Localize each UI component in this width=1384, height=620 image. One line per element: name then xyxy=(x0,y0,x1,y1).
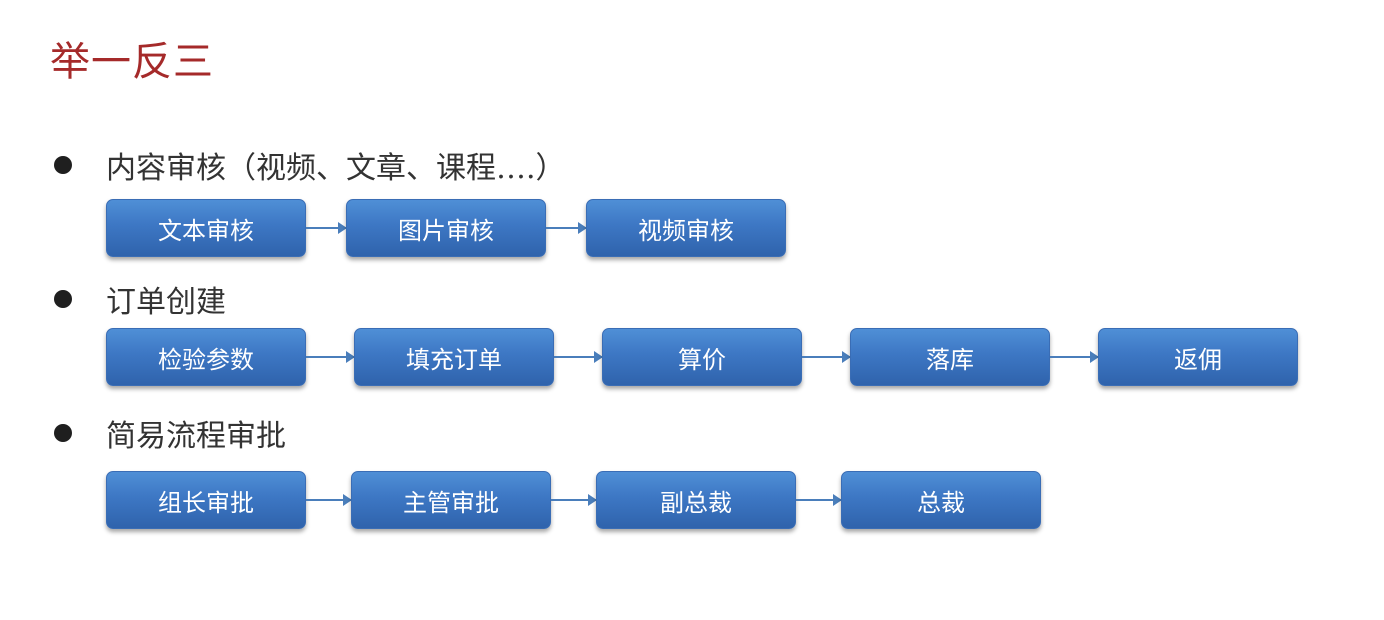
slide-title: 举一反三 xyxy=(50,39,214,85)
arrow-right-icon xyxy=(802,351,851,363)
bullet-order-creation: 订单创建 xyxy=(50,277,226,321)
flow-step: 填充订单 xyxy=(354,328,554,386)
arrow-right-icon xyxy=(1050,351,1099,363)
flow-step: 视频审核 xyxy=(586,199,786,257)
flow-step: 图片审核 xyxy=(346,199,546,257)
arrow-right-icon xyxy=(554,351,603,363)
bullet-dot-icon xyxy=(54,156,72,174)
flow-step: 主管审批 xyxy=(351,471,551,529)
arrow-right-icon xyxy=(306,494,352,506)
flow-step: 总裁 xyxy=(841,471,1041,529)
bullet-heading: 简易流程审批 xyxy=(106,419,286,454)
bullet-approval-flow: 简易流程审批 xyxy=(50,411,286,455)
bullet-content-review: 内容审核（视频、文章、课程….） xyxy=(50,143,566,187)
arrow-right-icon xyxy=(551,494,597,506)
flow-step: 文本审核 xyxy=(106,199,306,257)
flow-step: 组长审批 xyxy=(106,471,306,529)
flow-step: 副总裁 xyxy=(596,471,796,529)
flow-step: 返佣 xyxy=(1098,328,1298,386)
bullet-heading: 内容审核（视频、文章、课程….） xyxy=(106,151,566,186)
arrow-right-icon xyxy=(546,222,587,234)
flow-step: 检验参数 xyxy=(106,328,306,386)
flow-step: 算价 xyxy=(602,328,802,386)
flow-step: 落库 xyxy=(850,328,1050,386)
bullet-heading: 订单创建 xyxy=(106,285,226,320)
arrow-right-icon xyxy=(306,222,347,234)
bullet-dot-icon xyxy=(54,424,72,442)
bullet-dot-icon xyxy=(54,290,72,308)
arrow-right-icon xyxy=(306,351,355,363)
arrow-right-icon xyxy=(796,494,842,506)
